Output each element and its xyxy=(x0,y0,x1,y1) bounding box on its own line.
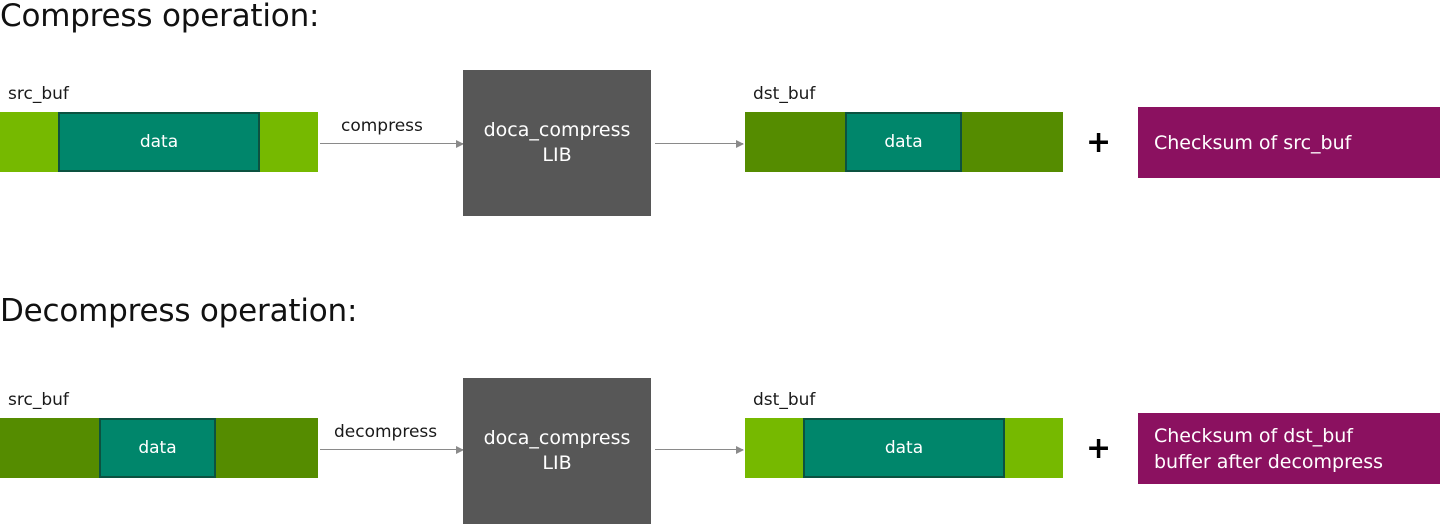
arrow-label-decompress: decompress xyxy=(334,422,438,442)
arrow-lib-to-dst-decompress xyxy=(655,445,744,454)
checksum-box-compress: Checksum of src_buf xyxy=(1138,107,1440,178)
doca-compress-lib-text-decompress: doca_compress LIB xyxy=(483,427,631,474)
plus-sign-decompress: + xyxy=(1086,431,1112,466)
src-buf-label-decompress: src_buf xyxy=(8,390,69,410)
src-buf-data-label-decompress: data xyxy=(138,438,177,458)
dst-buf-label-compress: dst_buf xyxy=(753,84,816,104)
arrow-lib-to-dst-compress xyxy=(655,139,744,148)
dst-buf-data-label-compress: data xyxy=(884,132,923,152)
dst-buf-data-block-compress: data xyxy=(845,112,962,172)
doca-compress-lib-box-decompress: doca_compress LIB xyxy=(463,378,651,524)
section-title-compress: Compress operation: xyxy=(0,0,320,34)
src-buf-data-label-compress: data xyxy=(139,132,179,152)
plus-sign-compress: + xyxy=(1086,125,1112,160)
arrow-src-to-lib-decompress xyxy=(320,445,464,454)
src-buf-data-block-compress: data xyxy=(58,112,260,172)
arrow-label-compress: compress xyxy=(341,116,423,136)
arrow-src-to-lib-compress xyxy=(320,139,464,148)
checksum-text-decompress: Checksum of dst_buf buffer after decompr… xyxy=(1154,424,1383,473)
doca-compress-lib-text-compress: doca_compress LIB xyxy=(483,119,631,166)
checksum-box-decompress: Checksum of dst_buf buffer after decompr… xyxy=(1138,413,1440,484)
src-buf-data-block-decompress: data xyxy=(99,418,216,478)
dst-buf-data-block-decompress: data xyxy=(803,418,1005,478)
src-buf-label-compress: src_buf xyxy=(8,84,69,104)
dst-buf-label-decompress: dst_buf xyxy=(753,390,816,410)
doca-compress-lib-box-compress: doca_compress LIB xyxy=(463,70,651,216)
section-title-decompress: Decompress operation: xyxy=(0,293,358,329)
checksum-text-compress: Checksum of src_buf xyxy=(1154,131,1352,154)
dst-buf-data-label-decompress: data xyxy=(884,438,924,458)
